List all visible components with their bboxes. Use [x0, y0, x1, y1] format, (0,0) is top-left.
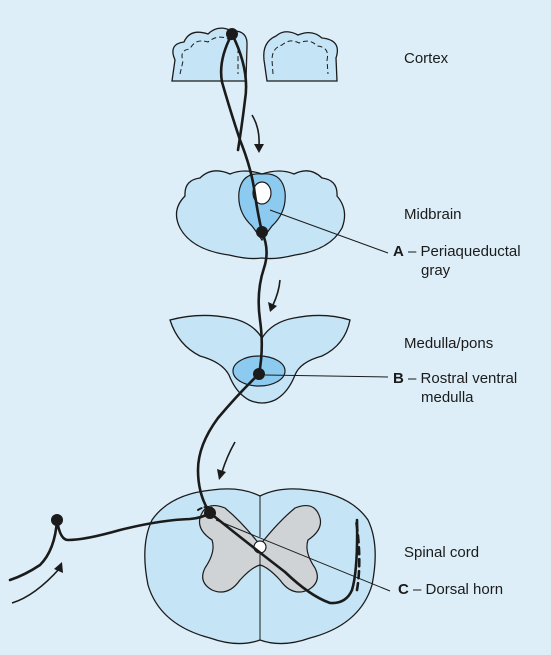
- arrowhead-medulla-to-spinal: [217, 469, 226, 480]
- callout-a-dash: –: [403, 243, 421, 260]
- callout-leaders: [215, 209, 391, 592]
- rostral-ventral-medulla-neuron: [253, 368, 265, 380]
- callout-b-letter: B: [393, 370, 404, 387]
- callout-b-line2: medulla: [421, 389, 474, 406]
- callout-c: C – Dorsal horn: [398, 580, 503, 599]
- callout-c-letter: C: [398, 581, 409, 598]
- arrow-medulla-to-spinal: [221, 441, 236, 473]
- dorsal-horn-projection-axon: [208, 511, 359, 605]
- callout-b: B – Rostral ventral: [393, 369, 517, 388]
- cortex-label: Cortex: [404, 50, 449, 67]
- callout-a-line2: gray: [421, 262, 451, 279]
- callout-b-text: Rostral ventral: [420, 370, 518, 387]
- ascending-tract-dashed: [354, 518, 361, 592]
- spinal-cord-section: [144, 488, 376, 645]
- neuron-cell-bodies: [51, 28, 268, 526]
- periaqueductal-gray-neuron: [256, 226, 268, 238]
- arrow-heads: [54, 144, 277, 573]
- primary-afferent-neuron: [51, 514, 63, 526]
- medulla-to-spinal-axon: [196, 372, 261, 515]
- dorsal-horn-neuron: [204, 507, 216, 519]
- cortex-right-hemisphere: [263, 31, 339, 82]
- leader-line-a: [269, 209, 389, 254]
- leader-line-b: [264, 374, 389, 378]
- midbrain-label: Midbrain: [404, 206, 462, 223]
- callout-a-text: Periaqueductal: [420, 243, 521, 260]
- cortex-recurrent-axon-branch: [230, 32, 248, 152]
- arrowhead-midbrain-to-medulla: [268, 302, 277, 312]
- cortex-hemispheres: [171, 27, 339, 82]
- arrow-midbrain-to-medulla: [272, 279, 281, 306]
- cortex-neuron: [226, 28, 238, 40]
- cortex-right-inner-outline: [271, 40, 329, 75]
- arrowhead-cortex-to-midbrain: [254, 144, 264, 153]
- callout-b-dash: –: [403, 370, 421, 387]
- periaqueductal-gray-region: [238, 173, 286, 242]
- arrow-cortex-to-midbrain: [251, 114, 260, 147]
- medulla-label: Medulla/pons: [404, 335, 494, 352]
- direction-arrows: [11, 114, 281, 604]
- midbrain-to-medulla-axon: [257, 230, 268, 376]
- callout-c-text: Dorsal horn: [425, 581, 504, 598]
- cerebral-aqueduct: [252, 181, 272, 205]
- primary-afferent-axon: [55, 511, 212, 542]
- midbrain-section: [175, 170, 346, 260]
- callout-c-dash: –: [408, 581, 426, 598]
- callout-a: A – Periaqueductal: [393, 242, 521, 261]
- arrowhead-afferent-inflow: [54, 562, 63, 573]
- spinal-cord-label: Spinal cord: [404, 544, 480, 561]
- arrow-afferent-inflow: [11, 567, 61, 604]
- primary-afferent-peripheral-branch: [8, 518, 59, 582]
- leader-line-c: [215, 519, 391, 592]
- callout-a-letter: A: [393, 243, 404, 260]
